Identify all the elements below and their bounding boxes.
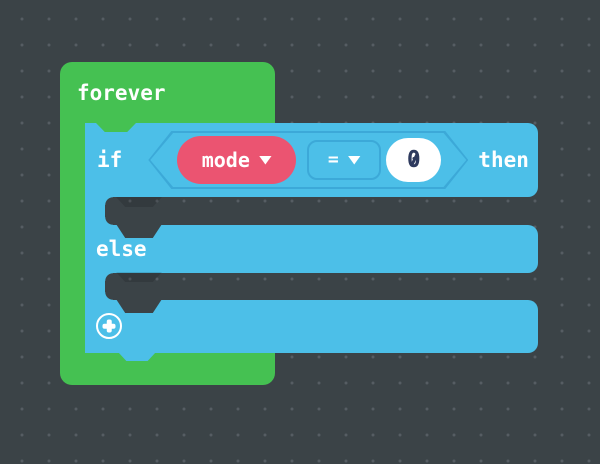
chevron-down-icon — [347, 155, 361, 165]
slot-corner — [105, 217, 113, 225]
slot-notch-etch — [116, 197, 162, 207]
forever-block-spine[interactable] — [60, 123, 86, 353]
slot-connector-bump — [116, 299, 162, 313]
slot-corner — [105, 197, 113, 205]
forever-label: forever — [77, 80, 166, 105]
slot-notch-etch — [116, 272, 162, 282]
then-label: then — [478, 147, 529, 172]
condition-slot: mode = 0 — [148, 131, 469, 189]
number-input[interactable]: 0 — [386, 138, 442, 182]
forever-block-header[interactable]: forever — [60, 62, 275, 124]
slot-connector-bump — [116, 224, 162, 238]
chevron-down-icon — [258, 155, 272, 165]
condition-slot-inner: mode = 0 — [150, 133, 467, 187]
operator-label: = — [327, 149, 339, 170]
operator-dropdown[interactable]: = — [307, 140, 382, 180]
variable-label: mode — [201, 148, 250, 172]
top-connector-notch — [96, 123, 136, 132]
else-statement-slot[interactable] — [105, 273, 538, 300]
variable-dropdown-mode[interactable]: mode — [177, 136, 297, 184]
else-row[interactable]: else — [85, 225, 538, 273]
if-block-footer-row[interactable] — [85, 300, 538, 353]
if-label: if — [97, 147, 123, 172]
forever-block-footer[interactable] — [60, 352, 275, 385]
add-else-if-button[interactable] — [96, 313, 122, 339]
slot-corner — [105, 273, 113, 281]
plus-circle-icon — [106, 319, 112, 333]
bottom-connector-tab — [118, 352, 156, 361]
if-row[interactable]: if mode = 0 then — [85, 123, 538, 197]
slot-corner — [105, 292, 113, 300]
else-label: else — [96, 236, 147, 261]
then-statement-slot[interactable] — [105, 197, 538, 225]
